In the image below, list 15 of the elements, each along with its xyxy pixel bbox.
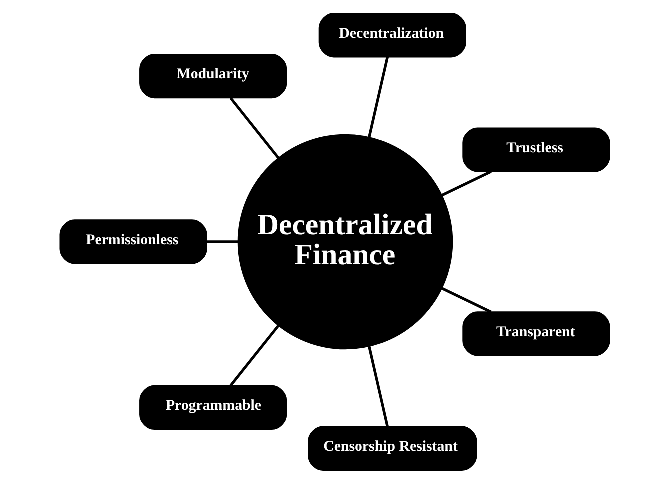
connector xyxy=(441,170,492,197)
connector xyxy=(441,287,492,314)
connector xyxy=(368,56,388,138)
node-box: Trustless xyxy=(462,128,610,172)
node-box: Permissionless xyxy=(59,220,207,264)
connector xyxy=(229,97,280,160)
node-box: Censorship Resistant xyxy=(308,426,477,471)
node-box: Programmable xyxy=(139,385,287,430)
connector xyxy=(368,346,388,428)
connector xyxy=(206,240,238,244)
node-box: Transparent xyxy=(462,312,610,356)
node-circle: Decentralized Finance xyxy=(237,134,453,350)
connector xyxy=(229,324,280,387)
node-box: Decentralization xyxy=(318,13,466,58)
node-box: Modularity xyxy=(139,54,287,99)
